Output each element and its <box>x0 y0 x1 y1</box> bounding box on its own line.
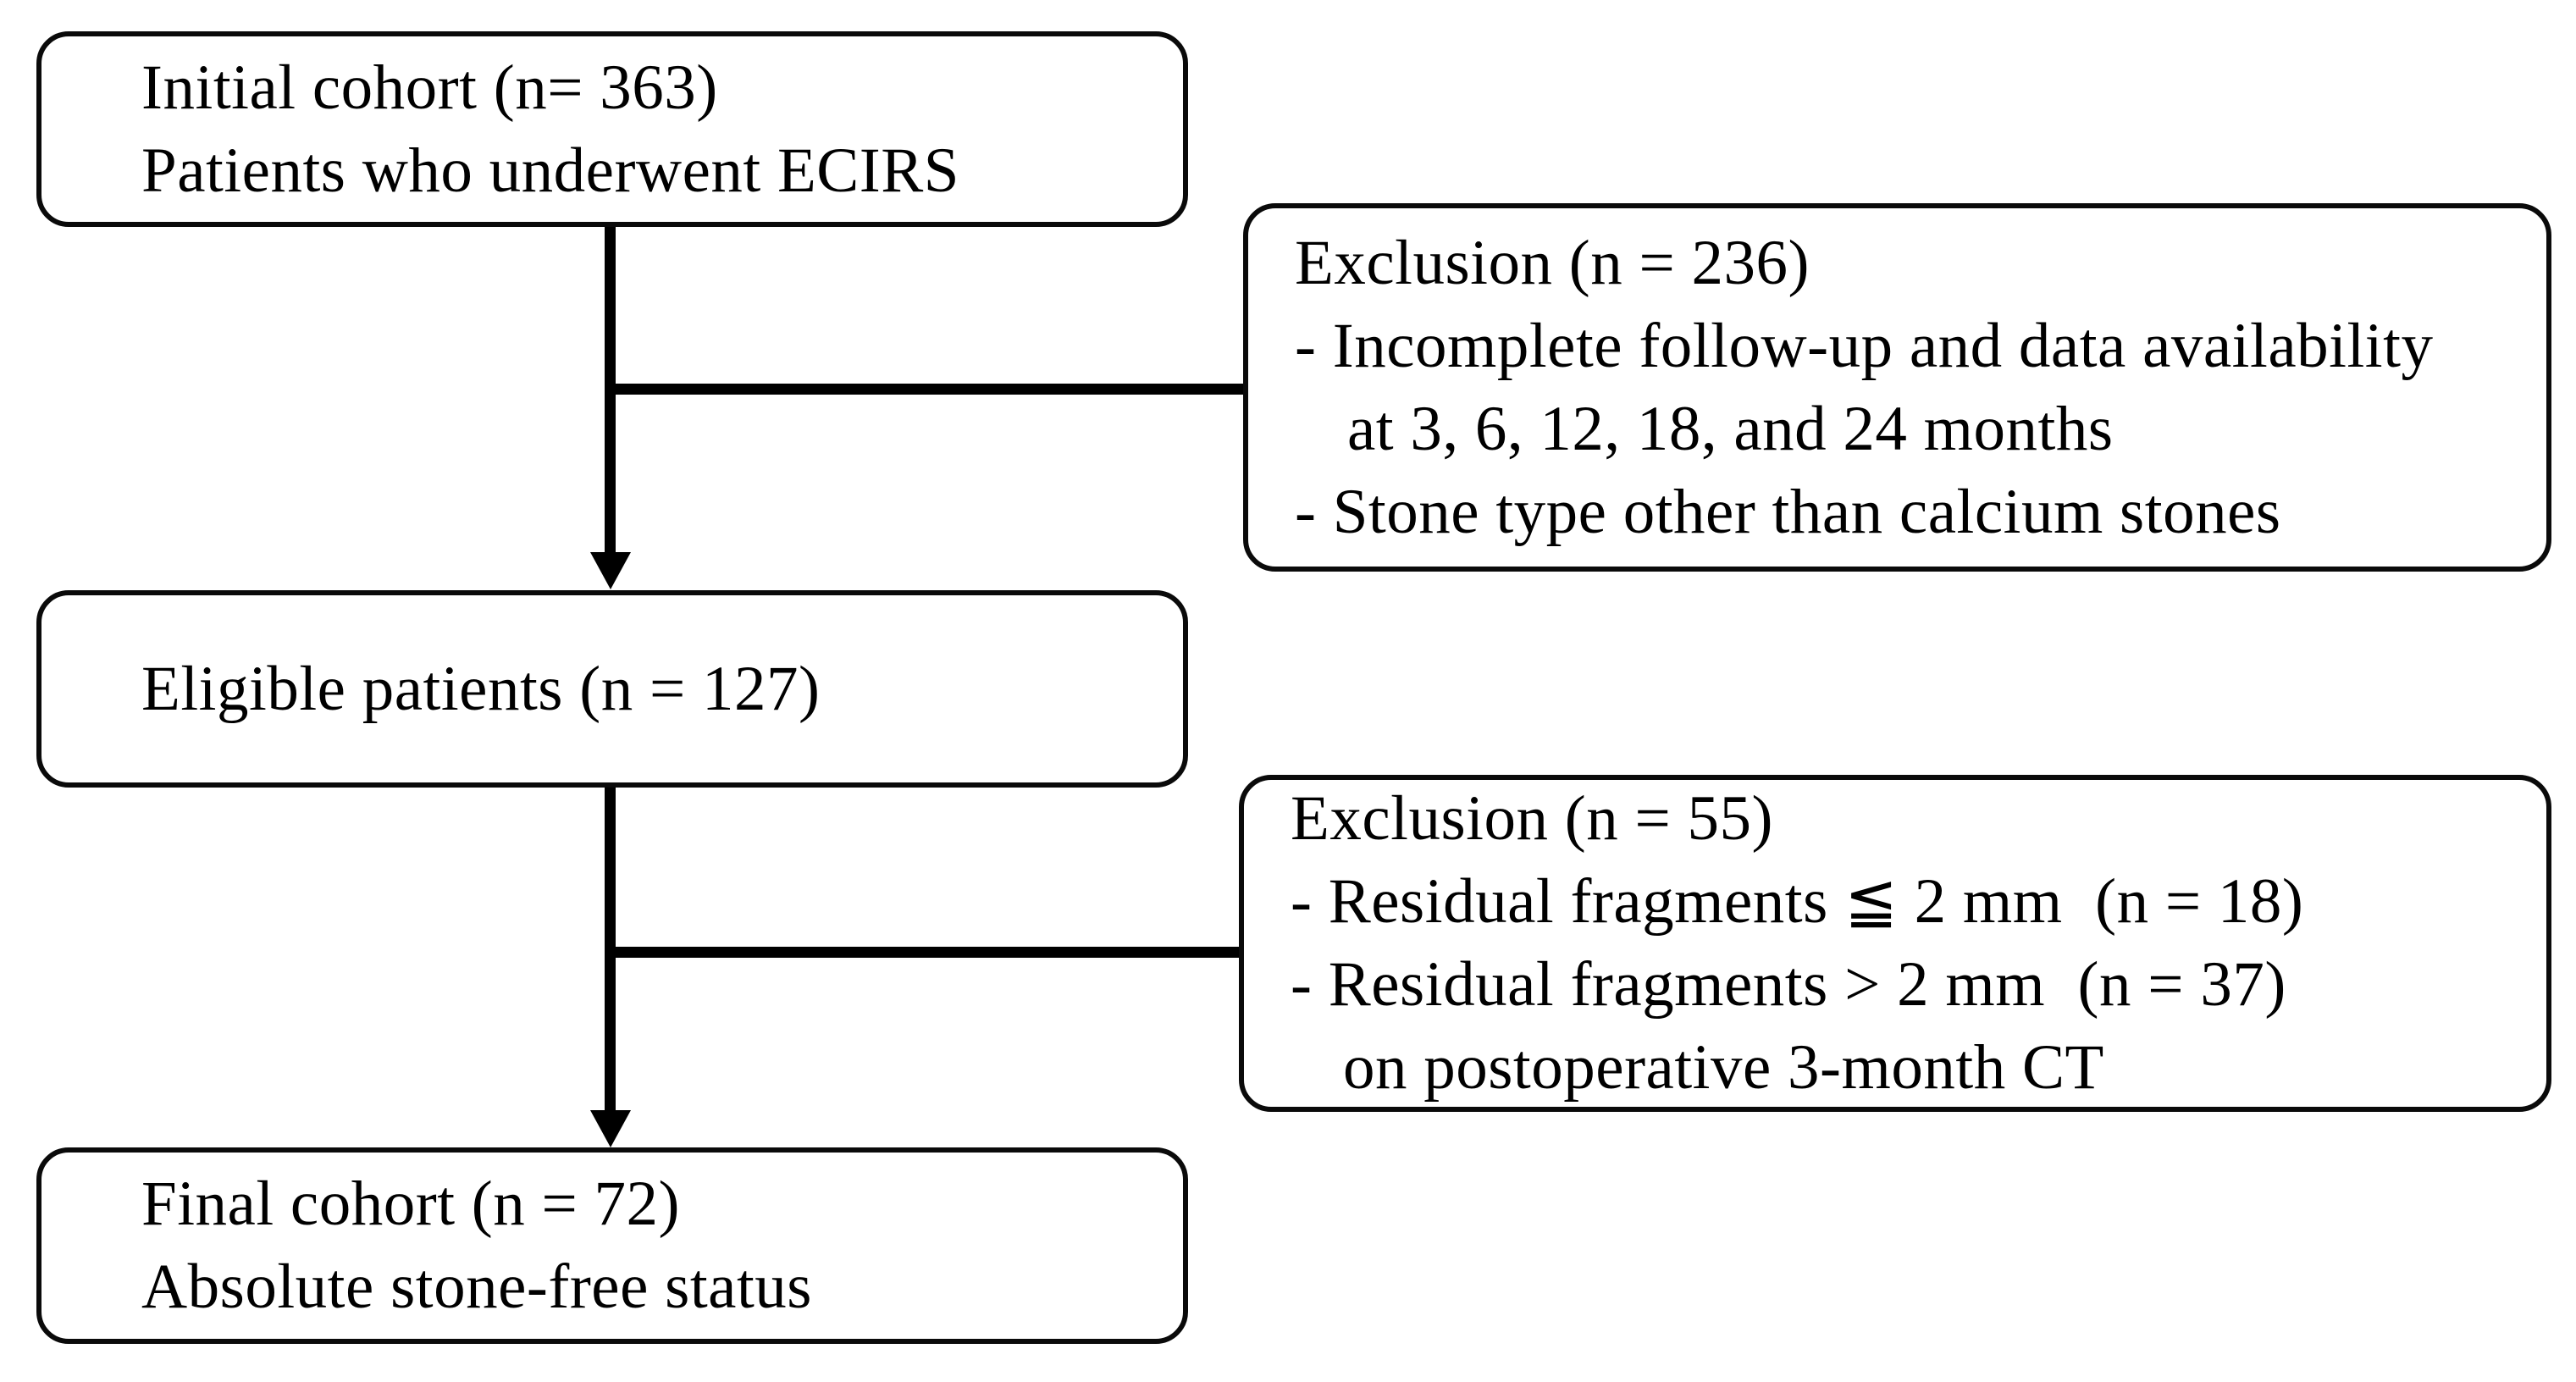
exclusion2-item-fragments-large: - Residual fragments > 2 mm (n = 37) <box>1291 949 2286 1020</box>
exclusion1-item-followup-continuation: at 3, 6, 12, 18, and 24 months <box>1347 393 2114 464</box>
node-exclusion-1: Exclusion (n = 236) - Incomplete follow-… <box>1243 203 2551 572</box>
initial-cohort-description: Patients who underwent ECIRS <box>141 135 960 206</box>
exclusion1-item-followup: - Incomplete follow-up and data availabi… <box>1295 310 2434 381</box>
arrow-down-icon <box>590 1110 631 1147</box>
exclusion2-item-fragments-small: - Residual fragments ≦ 2 mm (n = 18) <box>1291 866 2304 937</box>
node-final-cohort: Final cohort (n = 72) Absolute stone-fre… <box>36 1147 1188 1344</box>
initial-cohort-title: Initial cohort (n= 363) <box>141 52 718 123</box>
node-exclusion-2: Exclusion (n = 55) - Residual fragments … <box>1239 775 2551 1112</box>
node-initial-cohort: Initial cohort (n= 363) Patients who und… <box>36 31 1188 227</box>
exclusion2-item-continuation: on postoperative 3-month CT <box>1343 1032 2104 1103</box>
exclusion1-title: Exclusion (n = 236) <box>1295 227 1810 298</box>
eligible-patients-title: Eligible patients (n = 127) <box>141 653 821 724</box>
node-eligible-patients: Eligible patients (n = 127) <box>36 590 1188 788</box>
arrow-down-icon <box>590 552 631 589</box>
final-cohort-description: Absolute stone-free status <box>141 1252 812 1322</box>
final-cohort-title: Final cohort (n = 72) <box>141 1169 681 1239</box>
exclusion2-title: Exclusion (n = 55) <box>1291 783 1773 854</box>
connector-branch-exclusion1 <box>605 384 1247 395</box>
exclusion1-item-stone-type: - Stone type other than calcium stones <box>1295 476 2281 547</box>
connector-branch-exclusion2 <box>605 947 1242 958</box>
